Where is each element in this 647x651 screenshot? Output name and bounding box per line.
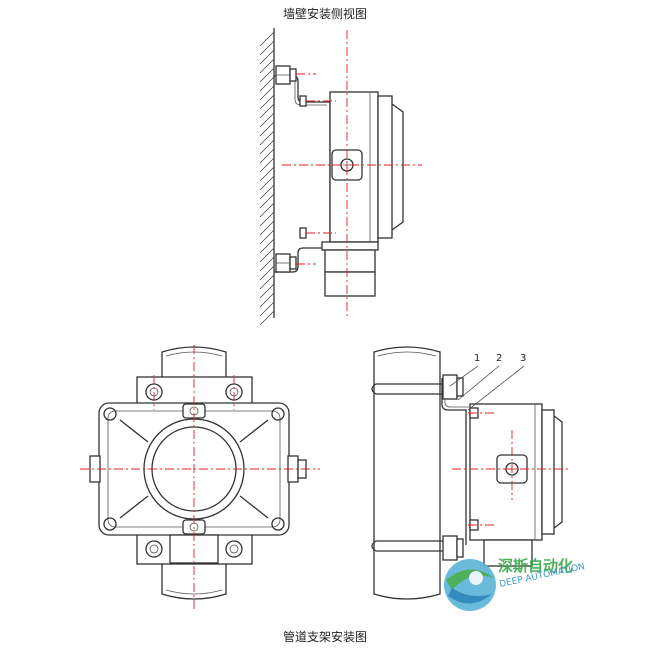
hatch-line — [259, 148, 275, 164]
hatch-line — [259, 112, 275, 128]
u-bolt-top — [371, 383, 458, 395]
wall-mount-side-view — [259, 28, 422, 326]
hatch-line — [259, 157, 275, 173]
part-number-2: 2 — [496, 353, 502, 364]
pipe-mount-side-view: 1 2 3 — [371, 346, 570, 600]
hatch-line — [259, 292, 275, 308]
cable-gland-side — [321, 241, 379, 297]
hatch-line — [259, 175, 275, 191]
wall-hatching — [259, 28, 275, 326]
pipe-mount-front-view — [80, 345, 320, 610]
hatch-line — [259, 238, 275, 254]
hatch-line — [259, 103, 275, 119]
logo-chinese-name: 深斯自动化 — [498, 557, 573, 575]
wall-mount-caption: 墙壁安装侧视图 — [283, 7, 368, 21]
hatch-line — [259, 283, 275, 299]
hatch-line — [259, 49, 275, 65]
hatch-line — [259, 265, 275, 281]
hatch-line — [259, 130, 275, 146]
hatch-line — [259, 85, 275, 101]
pipe-side — [373, 346, 441, 600]
hatch-line — [259, 184, 275, 200]
side-pipe-centerlines — [452, 412, 570, 526]
hatch-line — [259, 247, 275, 263]
leader-lines — [449, 365, 525, 411]
hatch-line — [259, 193, 275, 209]
wall-centerlines — [282, 30, 422, 318]
logo-mark — [444, 559, 496, 611]
hatch-line — [259, 67, 275, 83]
front-centerlines — [80, 345, 320, 610]
hatch-line — [259, 202, 275, 218]
hatch-line — [259, 76, 275, 92]
cable-gland-pipe — [483, 539, 533, 567]
hatch-line — [259, 166, 275, 182]
hatch-line — [259, 31, 275, 47]
hatch-line — [259, 229, 275, 245]
hatch-line — [259, 58, 275, 74]
hatch-line — [259, 220, 275, 236]
hatch-line — [259, 139, 275, 155]
hatch-line — [259, 301, 275, 317]
top-bolt — [275, 65, 297, 85]
hatch-line — [259, 256, 275, 272]
u-bolt-bottom — [371, 540, 458, 552]
hatch-line — [259, 274, 275, 290]
hatch-line — [259, 310, 275, 326]
hatch-line — [259, 211, 275, 227]
watermark-logo: 深斯自动化 DEEP AUTOMATION — [444, 557, 586, 611]
part-number-3: 3 — [520, 353, 526, 364]
pipe-mount-caption: 管道支架安装图 — [283, 630, 368, 644]
hatch-line — [259, 121, 275, 137]
hatch-line — [259, 40, 275, 56]
part-number-1: 1 — [474, 353, 480, 364]
side-bracket — [441, 374, 469, 561]
hatch-line — [259, 94, 275, 110]
bottom-bolt — [275, 253, 297, 273]
